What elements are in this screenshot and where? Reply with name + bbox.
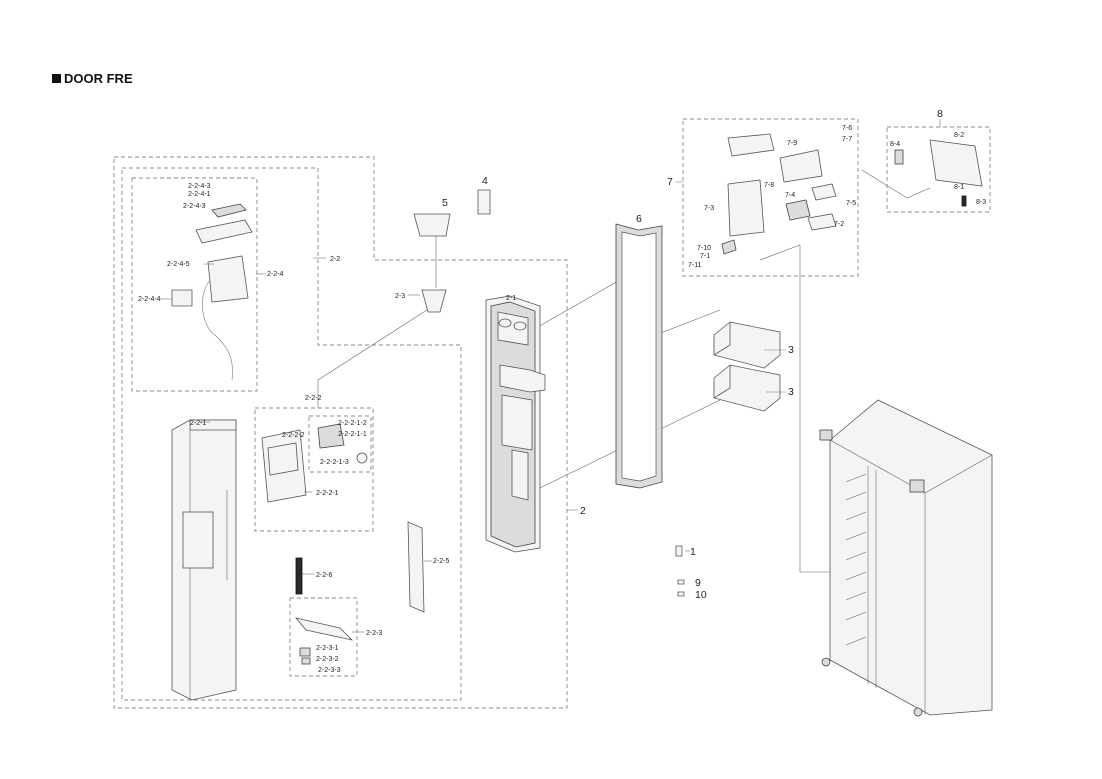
group-2-2-4-outline	[131, 177, 258, 392]
refrigerator-cabinet	[819, 399, 993, 717]
label-2-2-4: 2-2-4	[267, 271, 283, 278]
label-1: 1	[690, 546, 696, 558]
group-outlines	[113, 118, 991, 709]
label-2-2-2-1-1: 2-2-2-1-1	[338, 431, 367, 438]
label-8: 8	[937, 108, 943, 120]
misc-parts	[295, 189, 685, 613]
group-2-2-2-1-outline	[308, 415, 372, 473]
label-5: 5	[442, 197, 448, 209]
label-7-2: 7-2	[834, 221, 844, 228]
group-2-2-2-parts	[261, 423, 368, 503]
label-7-6: 7-6	[842, 125, 852, 132]
group-2-outline	[113, 156, 568, 709]
label-7-10: 7-10	[697, 245, 711, 252]
part-9-screw	[677, 579, 685, 585]
label-8-1: 8-1	[954, 184, 964, 191]
label-2-2-3-3: 2-2-3-3	[318, 667, 341, 674]
label-2-1: 2-1	[506, 295, 516, 302]
label-2-2-2-2: 2-2-2-2	[282, 432, 305, 439]
part-5-bracket	[413, 213, 451, 237]
label-10: 10	[695, 589, 707, 601]
group-2-2-2-outline	[254, 407, 374, 532]
label-7-5: 7-5	[846, 200, 856, 207]
label-2-2-4-4: 2-2-4-4	[138, 296, 161, 303]
door-inner-liner	[485, 295, 546, 553]
label-7-11: 7-11	[688, 262, 702, 269]
door-gasket	[615, 223, 663, 489]
group-8-parts	[894, 139, 983, 207]
label-6: 6	[636, 213, 642, 225]
label-3-top: 3	[788, 344, 794, 356]
label-7-7: 7-7	[842, 136, 852, 143]
label-2: 2	[580, 505, 586, 517]
label-9: 9	[695, 577, 701, 589]
group-2-2-3-parts	[294, 617, 354, 665]
label-3-bottom: 3	[788, 386, 794, 398]
label-2-2-2: 2-2-2	[305, 395, 321, 402]
group-2-2-4-parts	[171, 203, 253, 381]
part-labels: 2 2-1 2-2 2-2-1 2-2-2 2-2-2-1 2-2-2-1-1 …	[138, 108, 986, 674]
label-2-2-1: 2-2-1	[190, 420, 206, 427]
label-2-2-4-5: 2-2-4-5	[167, 261, 190, 268]
label-2-2-2-1: 2-2-2-1	[316, 490, 339, 497]
label-7-3: 7-3	[704, 205, 714, 212]
label-7-1: 7-1	[700, 253, 710, 260]
part-2-2-5-bar	[407, 521, 425, 613]
label-8-4: 8-4	[890, 141, 900, 148]
label-2-2-6: 2-2-6	[316, 572, 332, 579]
part-4-cover	[477, 189, 491, 215]
part-10-screw	[677, 591, 685, 597]
label-2-2-2-1-3: 2-2-2-1-3	[320, 459, 349, 466]
label-7-8: 7-8	[764, 182, 774, 189]
label-2-2-3-1: 2-2-3-1	[316, 645, 339, 652]
label-2-2-4-3-bottom: 2-2-4-3	[183, 203, 206, 210]
group-2-2-outline	[121, 167, 462, 701]
group-8-outline	[886, 126, 991, 213]
door-bins	[713, 321, 781, 412]
label-2-2-4-3-top: 2-2-4-3	[188, 183, 211, 190]
page-title: DOOR FRE	[52, 71, 133, 86]
label-2-2-4-1: 2-2-4-1	[188, 191, 211, 198]
label-2-2-5: 2-2-5	[433, 558, 449, 565]
title-square-icon	[52, 74, 61, 83]
label-7: 7	[667, 176, 673, 188]
label-2-2-3-2: 2-2-3-2	[316, 656, 339, 663]
door-outer-panel	[171, 419, 237, 701]
label-8-3: 8-3	[976, 199, 986, 206]
label-7-9: 7-9	[787, 140, 797, 147]
label-4: 4	[482, 175, 488, 187]
refrigerator-shelves	[845, 473, 867, 646]
group-7-outline	[682, 118, 859, 277]
part-2-3-cup	[421, 289, 447, 313]
label-7-4: 7-4	[785, 192, 795, 199]
group-2-2-3-outline	[289, 597, 358, 677]
title-text: DOOR FRE	[64, 71, 133, 86]
label-2-2-3: 2-2-3	[366, 630, 382, 637]
group-7-parts	[721, 133, 837, 255]
callout-leaders	[160, 119, 941, 633]
label-2-2: 2-2	[330, 256, 340, 263]
label-2-2-2-1-2: 2-2-2-1-2	[338, 420, 367, 427]
label-8-2: 8-2	[954, 132, 964, 139]
part-2-2-6-strip	[295, 557, 303, 595]
label-2-3: 2-3	[395, 293, 405, 300]
part-1-hinge	[675, 545, 683, 557]
